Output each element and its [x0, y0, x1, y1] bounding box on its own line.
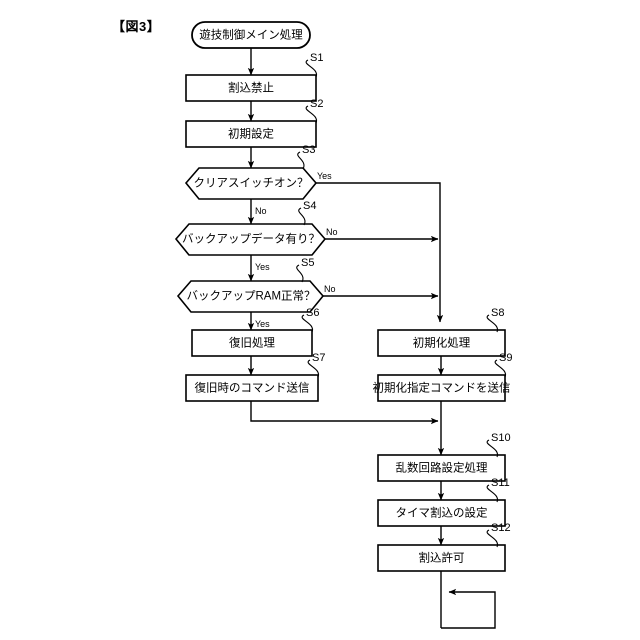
node-s10[interactable]: 乱数回路設定処理: [377, 454, 506, 482]
leader-s5: [296, 264, 304, 283]
figure-number-label: 【図3】: [112, 19, 161, 34]
node-s7[interactable]: 復旧時のコマンド送信: [185, 374, 319, 402]
step-label-s12: S12: [491, 522, 511, 534]
branch-label-s5-no: No: [324, 284, 336, 294]
leader-s1: [305, 59, 318, 78]
edge-s7-merge: [250, 401, 439, 425]
node-start[interactable]: 遊技制御メイン処理: [191, 21, 311, 49]
node-s11-label: タイマ割込の設定: [396, 506, 488, 520]
leader-s4: [298, 207, 306, 226]
node-s5[interactable]: バックアップRAM正常？: [176, 280, 325, 313]
node-s9[interactable]: 初期化指定コマンドを送信: [373, 374, 511, 402]
node-s12[interactable]: 割込許可: [377, 544, 506, 572]
branch-label-s3-no: No: [255, 206, 267, 216]
branch-label-s3-yes: Yes: [317, 171, 332, 181]
node-s4[interactable]: バックアップデータ有り？: [174, 223, 327, 256]
node-s5-label: バックアップRAM正常？: [186, 290, 315, 303]
node-s9-label: 初期化指定コマンドを送信: [373, 381, 511, 395]
node-s7-label: 復旧時のコマンド送信: [195, 381, 310, 395]
edge-s3-yes-rail: [316, 182, 444, 323]
step-label-s3: S3: [302, 144, 315, 156]
leader-s8: [486, 314, 499, 333]
branch-label-s4-no: No: [326, 227, 338, 237]
leader-s7: [307, 359, 320, 378]
node-s10-label: 乱数回路設定処理: [396, 461, 488, 475]
step-label-s10: S10: [491, 432, 511, 444]
node-start-label: 遊技制御メイン処理: [199, 28, 303, 42]
node-s8-label: 初期化処理: [413, 336, 471, 350]
step-label-s11: S11: [491, 477, 510, 489]
node-s2[interactable]: 初期設定: [185, 120, 317, 148]
node-s4-label: バックアップデータ有り？: [182, 232, 320, 246]
edge-loop-back: [441, 588, 496, 629]
step-label-s7: S7: [312, 352, 325, 364]
node-s3[interactable]: クリアスイッチオン？: [184, 167, 318, 200]
leader-s11: [486, 484, 499, 503]
node-s8[interactable]: 初期化処理: [377, 329, 506, 357]
node-s6-label: 復旧処理: [229, 336, 275, 350]
step-label-s4: S4: [303, 200, 316, 212]
leader-s9: [494, 359, 507, 378]
leader-s12: [486, 529, 499, 548]
leader-s2: [305, 105, 318, 124]
node-s6[interactable]: 復旧処理: [191, 329, 313, 357]
branch-label-s5-yes: Yes: [255, 319, 270, 329]
node-s12-label: 割込許可: [419, 551, 465, 565]
node-s1-label: 割込禁止: [228, 81, 274, 95]
step-label-s2: S2: [310, 98, 323, 110]
leader-s6: [301, 314, 314, 333]
step-label-s8: S8: [491, 307, 504, 319]
branch-label-s4-yes: Yes: [255, 262, 270, 272]
step-label-s5: S5: [301, 257, 314, 269]
node-s2-label: 初期設定: [228, 127, 274, 141]
leader-s3: [297, 151, 305, 170]
step-label-s6: S6: [306, 307, 319, 319]
node-s1[interactable]: 割込禁止: [185, 74, 317, 102]
node-s11[interactable]: タイマ割込の設定: [377, 499, 506, 527]
node-s3-label: クリアスイッチオン？: [194, 177, 309, 190]
connector-layer: [247, 48, 496, 629]
leader-s10: [486, 439, 499, 458]
step-label-s9: S9: [499, 352, 512, 364]
step-label-s1: S1: [310, 52, 323, 64]
